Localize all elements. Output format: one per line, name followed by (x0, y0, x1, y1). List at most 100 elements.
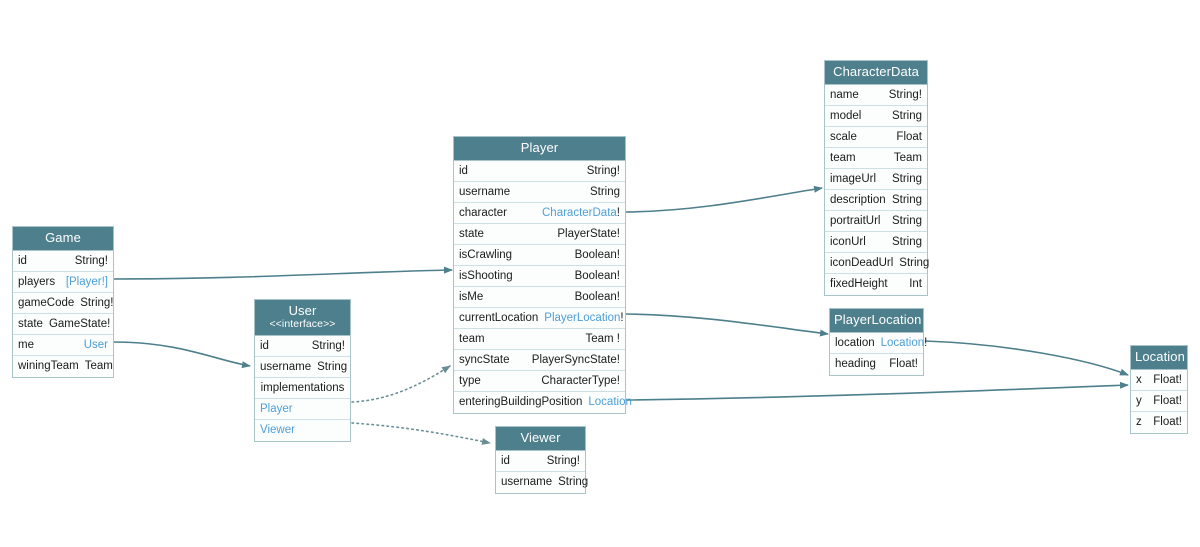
table-row[interactable]: description String (825, 189, 927, 211)
entity-character-data[interactable]: CharacterData name String! model String … (824, 60, 929, 296)
field-type-link[interactable]: CharacterData! (536, 207, 620, 219)
entity-player[interactable]: Player id String! username String charac… (453, 136, 632, 414)
field-name: y (1136, 394, 1142, 407)
table-row[interactable]: me User (13, 334, 113, 356)
field-type: Float! (1153, 373, 1182, 386)
table-row[interactable]: x Float! (1131, 369, 1187, 391)
field-type: String (891, 109, 922, 122)
field-type: Boolean! (574, 290, 620, 303)
field-name: model (830, 109, 862, 122)
table-row[interactable]: scale Float (825, 126, 927, 148)
field-type: String (891, 214, 922, 227)
entity-location[interactable]: Location x Float! y Float! z Float! (1130, 345, 1188, 434)
entity-character-data-title: CharacterData (833, 64, 919, 79)
field-name: team (459, 332, 485, 345)
table-row[interactable]: type CharacterType! (454, 370, 625, 392)
field-type-link[interactable]: Location (588, 396, 632, 409)
field-type-link-text[interactable]: PlayerLocation (544, 311, 621, 324)
implementation-name[interactable]: Player (260, 402, 293, 415)
field-name: scale (830, 130, 857, 143)
entity-player-title: Player (520, 140, 559, 155)
table-row[interactable]: syncState PlayerSyncState! (454, 349, 625, 371)
field-name: state (459, 227, 484, 240)
table-row[interactable]: isMe Boolean! (454, 286, 625, 308)
entity-game-header: Game (13, 227, 113, 251)
table-row[interactable]: model String (825, 105, 927, 127)
table-row[interactable]: heading Float! (830, 353, 923, 375)
table-row[interactable]: location Location! (830, 332, 927, 354)
table-row[interactable]: name String! (825, 84, 927, 106)
field-name: x (1136, 373, 1142, 386)
implementation-viewer[interactable]: Viewer (255, 419, 350, 441)
field-type: String! (586, 164, 620, 177)
entity-player-location-header: PlayerLocation (830, 309, 923, 333)
field-type-link-text[interactable]: CharacterData (542, 206, 617, 219)
table-row[interactable]: username String (496, 471, 588, 493)
entity-player-header: Player (454, 137, 625, 161)
edge-game-me-to-user (113, 341, 251, 369)
implementations-header: implementations (255, 377, 350, 399)
field-name: location (835, 336, 875, 349)
field-name: team (830, 151, 856, 164)
field-name: currentLocation (459, 311, 539, 324)
field-type-link-text[interactable]: Location (880, 336, 925, 349)
table-row[interactable]: enteringBuildingPosition Location (454, 391, 632, 413)
table-row[interactable]: id String! (454, 160, 625, 182)
table-row[interactable]: fixedHeight Int (825, 273, 927, 295)
table-row[interactable]: z Float! (1131, 411, 1187, 433)
field-type: Float (896, 130, 922, 143)
field-name: z (1136, 416, 1142, 429)
entity-user[interactable]: User <<interface>> id String! username S… (254, 299, 351, 442)
entity-player-location[interactable]: PlayerLocation location Location! headin… (829, 308, 927, 376)
field-name: username (459, 185, 511, 198)
field-name: state (18, 317, 43, 330)
edge-player-currentlocation-to-playerlocation (625, 313, 829, 337)
field-name: character (459, 206, 507, 219)
table-row[interactable]: portraitUrl String (825, 210, 927, 232)
table-row[interactable]: team Team (825, 147, 927, 169)
table-row[interactable]: winingTeam Team (13, 355, 113, 377)
table-row[interactable]: id String! (496, 450, 585, 472)
field-type: CharacterType! (541, 374, 620, 387)
table-row[interactable]: imageUrl String (825, 168, 927, 190)
entity-viewer[interactable]: Viewer id String! username String (495, 426, 588, 494)
field-name: username (260, 360, 312, 373)
field-type-link[interactable]: [Player!] (65, 275, 108, 288)
field-type-nonnull: ! (616, 206, 620, 219)
field-type: Float! (1153, 416, 1182, 429)
entity-game[interactable]: Game id String! players [Player!] gameCo… (12, 226, 114, 378)
field-name: iconUrl (830, 235, 866, 248)
edge-playerlocation-location-to-location (924, 340, 1129, 376)
table-row[interactable]: iconUrl String (825, 231, 927, 253)
field-type: PlayerSyncState! (531, 353, 620, 366)
table-row[interactable]: isCrawling Boolean! (454, 244, 625, 266)
field-type-link[interactable]: Location! (875, 337, 928, 349)
field-type: Float! (889, 358, 918, 371)
entity-game-title: Game (45, 230, 81, 245)
table-row[interactable]: currentLocation PlayerLocation! (454, 307, 625, 329)
table-row[interactable]: username String (454, 181, 625, 203)
table-row[interactable]: players [Player!] (13, 271, 113, 293)
implementation-player[interactable]: Player (255, 398, 350, 420)
table-row[interactable]: id String! (13, 250, 113, 272)
field-type-link[interactable]: PlayerLocation! (538, 312, 623, 324)
field-type: String (891, 172, 922, 185)
entity-viewer-header: Viewer (496, 427, 585, 451)
table-row[interactable]: id String! (255, 335, 350, 357)
table-row[interactable]: iconDeadUrl String (825, 252, 929, 274)
table-row[interactable]: character CharacterData! (454, 202, 625, 224)
table-row[interactable]: team Team ! (454, 328, 625, 350)
entity-character-data-header: CharacterData (825, 61, 927, 85)
field-type-link[interactable]: User (83, 338, 108, 351)
table-row[interactable]: state PlayerState! (454, 223, 625, 245)
table-row[interactable]: state GameState! (13, 313, 113, 335)
table-row[interactable]: isShooting Boolean! (454, 265, 625, 287)
field-name: description (830, 193, 886, 206)
table-row[interactable]: y Float! (1131, 390, 1187, 412)
table-row[interactable]: username String (255, 356, 350, 378)
field-name: isShooting (459, 269, 513, 282)
field-name: type (459, 374, 481, 387)
table-row[interactable]: gameCode String! (13, 292, 114, 314)
implementation-name[interactable]: Viewer (260, 424, 295, 437)
